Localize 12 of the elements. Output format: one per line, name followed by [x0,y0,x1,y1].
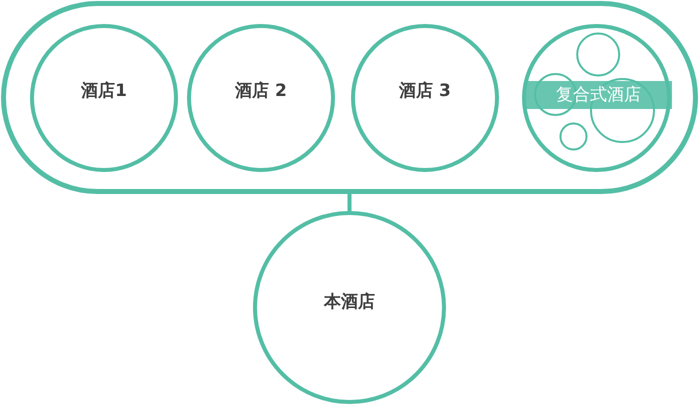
hotel-circle [522,24,671,172]
hotel-circle [351,24,499,172]
label-banner: 复合式酒店 [526,80,672,108]
rounded-frame [1,1,698,194]
hotel-circle [187,24,335,172]
main-hotel-circle [253,211,446,404]
hotel-label: 酒店1 [81,80,127,102]
hotel-label: 酒店 3 [399,80,451,102]
hotel-label: 本酒店 [324,292,375,313]
connector-line [348,194,352,211]
hotel-circle [30,24,178,172]
hotel-label: 酒店 2 [235,80,287,102]
